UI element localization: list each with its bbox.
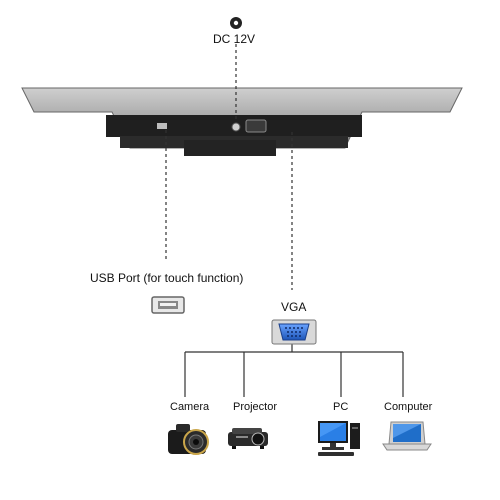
- dc-power-jack-icon: [230, 17, 242, 29]
- camera-label: Camera: [170, 401, 210, 413]
- camera-icon: [168, 424, 209, 455]
- desktop-pc-icon: [318, 421, 360, 456]
- usb-port-icon: [151, 296, 185, 314]
- computer-label: Computer: [384, 401, 433, 413]
- vga-label: VGA: [281, 300, 307, 314]
- usb-port-label: USB Port (for touch function): [90, 271, 244, 285]
- laptop-icon: [382, 421, 432, 451]
- dc-12v-label: DC 12V: [213, 32, 256, 46]
- projector-icon: [228, 428, 268, 449]
- connection-lines: [165, 44, 404, 397]
- pc-label: PC: [333, 401, 349, 413]
- projector-label: Projector: [233, 401, 278, 413]
- monitor-bottom-view: [21, 87, 463, 156]
- vga-connector-icon: [271, 319, 317, 345]
